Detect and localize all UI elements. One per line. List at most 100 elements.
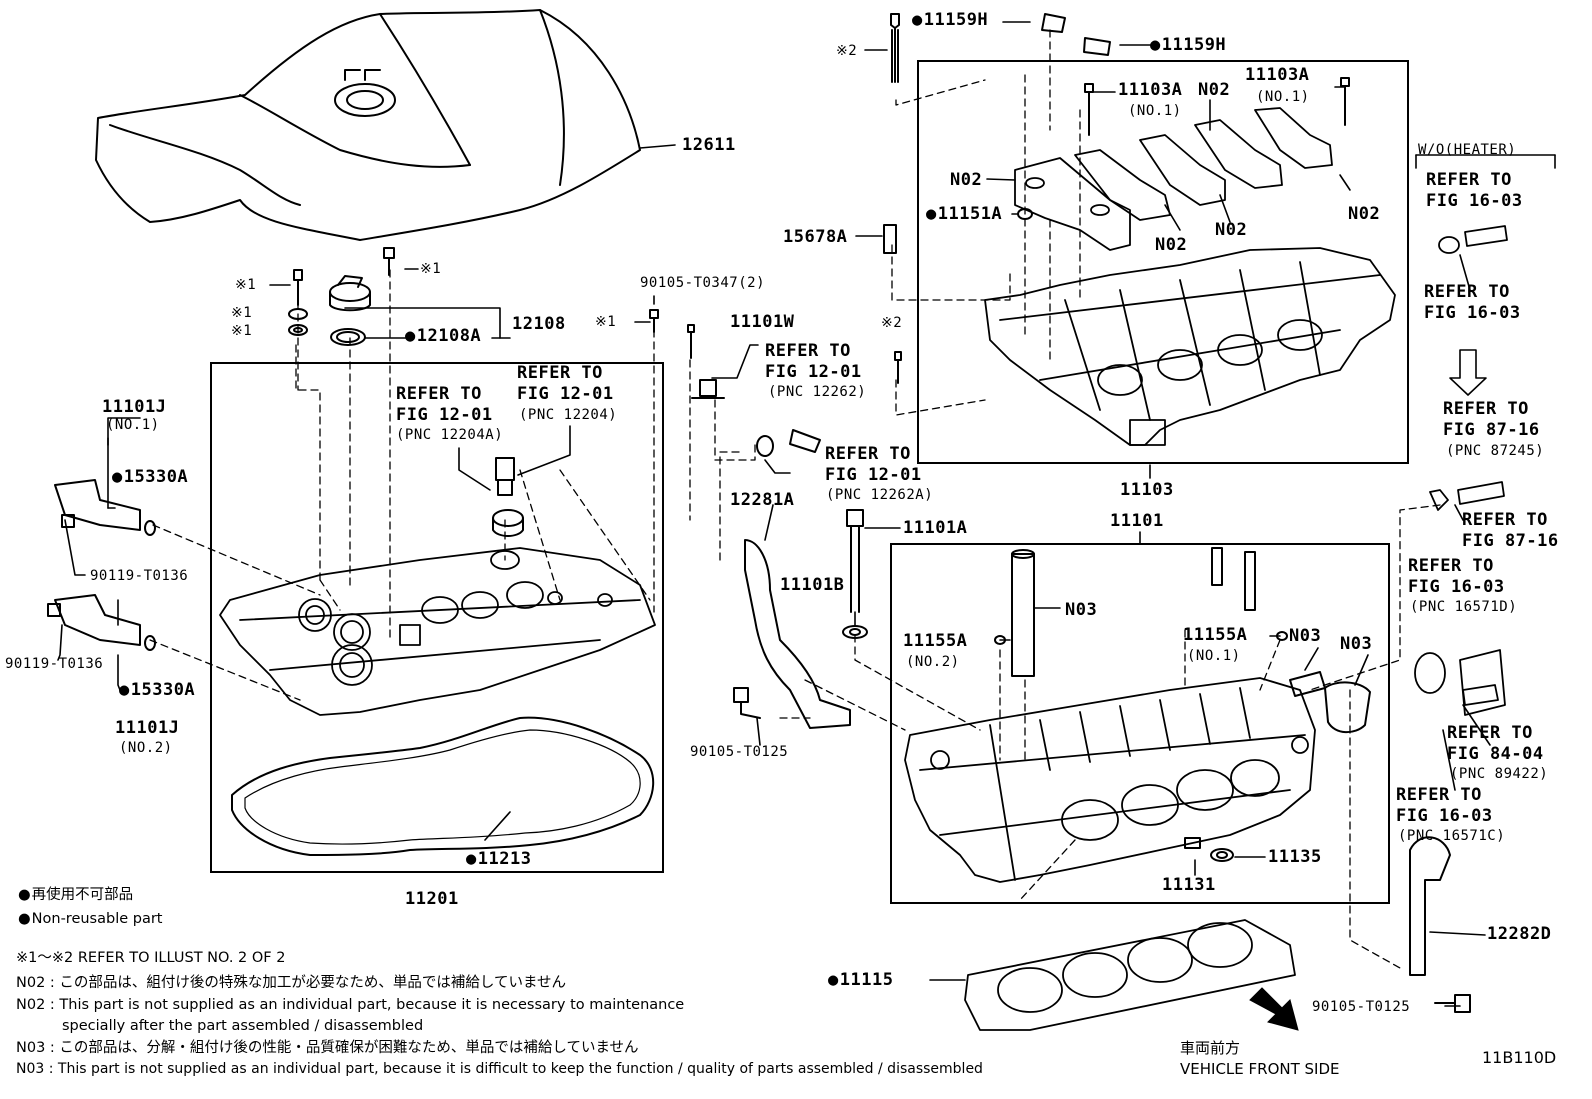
refer-12204-line1: REFER TO <box>517 363 603 383</box>
front-side-label-en: VEHICLE FRONT SIDE <box>1180 1060 1340 1078</box>
refer-1603-b-line2: FIG 16-03 <box>1424 303 1521 323</box>
label-11103a-b-sub: (NO.1) <box>1256 89 1310 105</box>
engine-cover-drawing <box>95 9 641 241</box>
refer-12204-line3: (PNC 12204) <box>519 407 618 423</box>
label-90105-t0125-a: 90105-T0125 <box>690 744 789 760</box>
refer-12262a-line1: REFER TO <box>825 444 911 464</box>
refer-1603-a-line2: FIG 16-03 <box>1426 191 1523 211</box>
refer-8716-a-line3: (PNC 87245) <box>1446 443 1545 459</box>
front-direction-arrow <box>1249 987 1299 1031</box>
bracket-12282d-drawing <box>1409 836 1451 976</box>
label-n02-c: N02 <box>1348 204 1381 224</box>
label-11201: 11201 <box>405 889 459 909</box>
refer-12204a-line3: (PNC 12204A) <box>396 427 504 443</box>
refer-12204a-line1: REFER TO <box>396 384 482 404</box>
label-11101b: 11101B <box>780 575 845 595</box>
refer-8716-a-line2: FIG 87-16 <box>1443 420 1540 440</box>
refer-16571c-line2: FIG 16-03 <box>1396 806 1493 826</box>
camshaft-housing-group-box <box>917 60 1409 464</box>
refer-12262-line2: FIG 12-01 <box>765 362 862 382</box>
label-11101a: 11101A <box>903 518 968 538</box>
label-11103a-a-sub: (NO.1) <box>1128 103 1182 119</box>
label-n02-a: N02 <box>1198 80 1231 100</box>
label-11101w: 11101W <box>730 312 795 332</box>
hose-parts-drawing <box>1414 225 1508 716</box>
refer-1603-b-line1: REFER TO <box>1424 282 1510 302</box>
label-11103: 11103 <box>1120 480 1174 500</box>
note-star-refer: ※1～※2 REFER TO ILLUST NO. 2 OF 2 <box>16 950 286 966</box>
refer-16571c-line1: REFER TO <box>1396 785 1482 805</box>
note-n02-jp: N02 : この部品は、組付け後の特殊な加工が必要なため、単品では補給していませ… <box>16 975 567 991</box>
cylinder-head-drawing <box>904 677 1316 883</box>
refer-8716-b-line2: FIG 87-16 <box>1462 531 1559 551</box>
label-11155a-b: 11155A <box>1183 625 1248 645</box>
refer-8716-a-line1: REFER TO <box>1443 399 1529 419</box>
label-heater-group: W/O(HEATER) <box>1418 142 1517 158</box>
label-15330a-bot: 15330A <box>119 682 195 699</box>
label-11213: 11213 <box>466 851 531 868</box>
refer-89422-line3: (PNC 89422) <box>1450 766 1549 782</box>
label-11101j-top-sub: (NO.1) <box>106 417 160 433</box>
note-n03-en: N03 : This part is not supplied as an in… <box>16 1061 983 1077</box>
small-hardware <box>47 13 1471 1013</box>
figure-id: 11B110D <box>1482 1048 1557 1067</box>
bracket-12281a-drawing <box>744 539 851 729</box>
label-star1-b: ※1 <box>231 305 253 321</box>
label-star2-b: ※2 <box>881 315 903 331</box>
label-star1-c: ※1 <box>231 323 253 339</box>
cylinder-head-group-box <box>890 543 1390 904</box>
label-11101j-bot: 11101J <box>115 718 180 738</box>
refer-1603-a-line1: REFER TO <box>1426 170 1512 190</box>
label-15678a: 15678A <box>783 227 848 247</box>
label-15330a-top: 15330A <box>112 469 188 486</box>
label-11135: 11135 <box>1268 847 1322 867</box>
label-11101j-top: 11101J <box>102 397 167 417</box>
label-star1-d: ※1 <box>420 261 442 277</box>
label-11155a-b-sub: (NO.1) <box>1187 648 1241 664</box>
label-star2-a: ※2 <box>836 43 858 59</box>
head-cover-drawing <box>219 547 656 716</box>
label-n03-c: N03 <box>1340 634 1373 654</box>
label-11103a-b: 11103A <box>1245 65 1310 85</box>
label-12108a: 12108A <box>405 328 481 345</box>
refer-12204-line2: FIG 12-01 <box>517 384 614 404</box>
label-12281a: 12281A <box>730 490 795 510</box>
label-n02-d: N02 <box>1215 220 1248 240</box>
label-11151a: 11151A <box>926 206 1002 223</box>
note-n02-en2: specially after the part assembled / dis… <box>62 1018 424 1034</box>
refer-16571c-line3: (PNC 16571C) <box>1398 828 1506 844</box>
refer-12262a-line2: FIG 12-01 <box>825 465 922 485</box>
refer-89422-line1: REFER TO <box>1447 723 1533 743</box>
label-11155a-a-sub: (NO.2) <box>906 654 960 670</box>
label-11101j-bot-sub: (NO.2) <box>119 740 173 756</box>
label-star1-a: ※1 <box>235 277 257 293</box>
label-90119-b: 90119-T0136 <box>5 656 104 672</box>
label-11131: 11131 <box>1162 875 1216 895</box>
label-n02-b: N02 <box>950 170 983 190</box>
refer-16571d-line2: FIG 16-03 <box>1408 577 1505 597</box>
refer-8716-b-line1: REFER TO <box>1462 510 1548 530</box>
label-11103a-a: 11103A <box>1118 80 1183 100</box>
label-11101: 11101 <box>1110 511 1164 531</box>
label-90105-t0347: 90105-T0347(2) <box>640 275 766 291</box>
refer-12262-line1: REFER TO <box>765 341 851 361</box>
note-n02-en1: N02 : This part is not supplied as an in… <box>16 997 685 1013</box>
refer-16571d-line1: REFER TO <box>1408 556 1494 576</box>
label-n03-a: N03 <box>1065 600 1098 620</box>
label-11159h-b: 11159H <box>1150 37 1226 54</box>
refer-12204a-line2: FIG 12-01 <box>396 405 493 425</box>
label-12282d: 12282D <box>1487 924 1552 944</box>
note-n03-jp: N03 : この部品は、分解・組付け後の性能・品質確保が困難なため、単品では補給… <box>16 1040 639 1056</box>
cover-gasket-drawing <box>231 716 655 856</box>
refer-12262-line3: (PNC 12262) <box>768 384 867 400</box>
label-11159h-a: 11159H <box>912 12 988 29</box>
head-gasket-drawing <box>964 919 1296 1031</box>
label-90119-a: 90119-T0136 <box>90 568 189 584</box>
label-90105-t0125-b: 90105-T0125 <box>1312 999 1411 1015</box>
head-cover-group-box <box>210 362 664 873</box>
label-12108: 12108 <box>512 314 566 334</box>
label-11115: 11115 <box>828 972 893 989</box>
camshaft-housing-drawing <box>984 107 1396 446</box>
label-n03-b: N03 <box>1289 626 1322 646</box>
